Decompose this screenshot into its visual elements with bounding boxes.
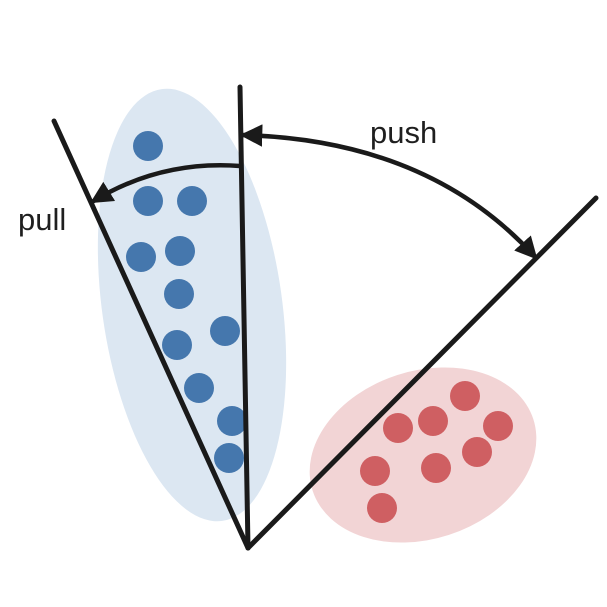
blue-point — [217, 406, 247, 436]
blue-point — [133, 131, 163, 161]
blue-point — [133, 186, 163, 216]
push-arc-arrow — [239, 124, 538, 260]
red-points — [360, 381, 513, 523]
push-label: push — [370, 115, 437, 150]
red-point — [421, 453, 451, 483]
blue-cluster-region — [97, 88, 287, 522]
blue-point — [165, 236, 195, 266]
blue-point — [162, 330, 192, 360]
blue-point — [210, 316, 240, 346]
red-point — [367, 493, 397, 523]
red-point — [360, 456, 390, 486]
red-cluster-region — [309, 367, 537, 543]
red-point — [462, 437, 492, 467]
blue-point — [184, 373, 214, 403]
red-point — [483, 411, 513, 441]
red-point — [418, 406, 448, 436]
right-ray — [245, 195, 599, 551]
red-point — [450, 381, 480, 411]
blue-point — [164, 279, 194, 309]
blue-points — [126, 131, 247, 473]
left-ray — [51, 118, 251, 551]
pull-arc-arrow — [90, 163, 241, 204]
red-point — [383, 413, 413, 443]
blue-point — [126, 242, 156, 272]
blue-point — [214, 443, 244, 473]
pull-label: pull — [18, 202, 66, 237]
blue-point — [177, 186, 207, 216]
